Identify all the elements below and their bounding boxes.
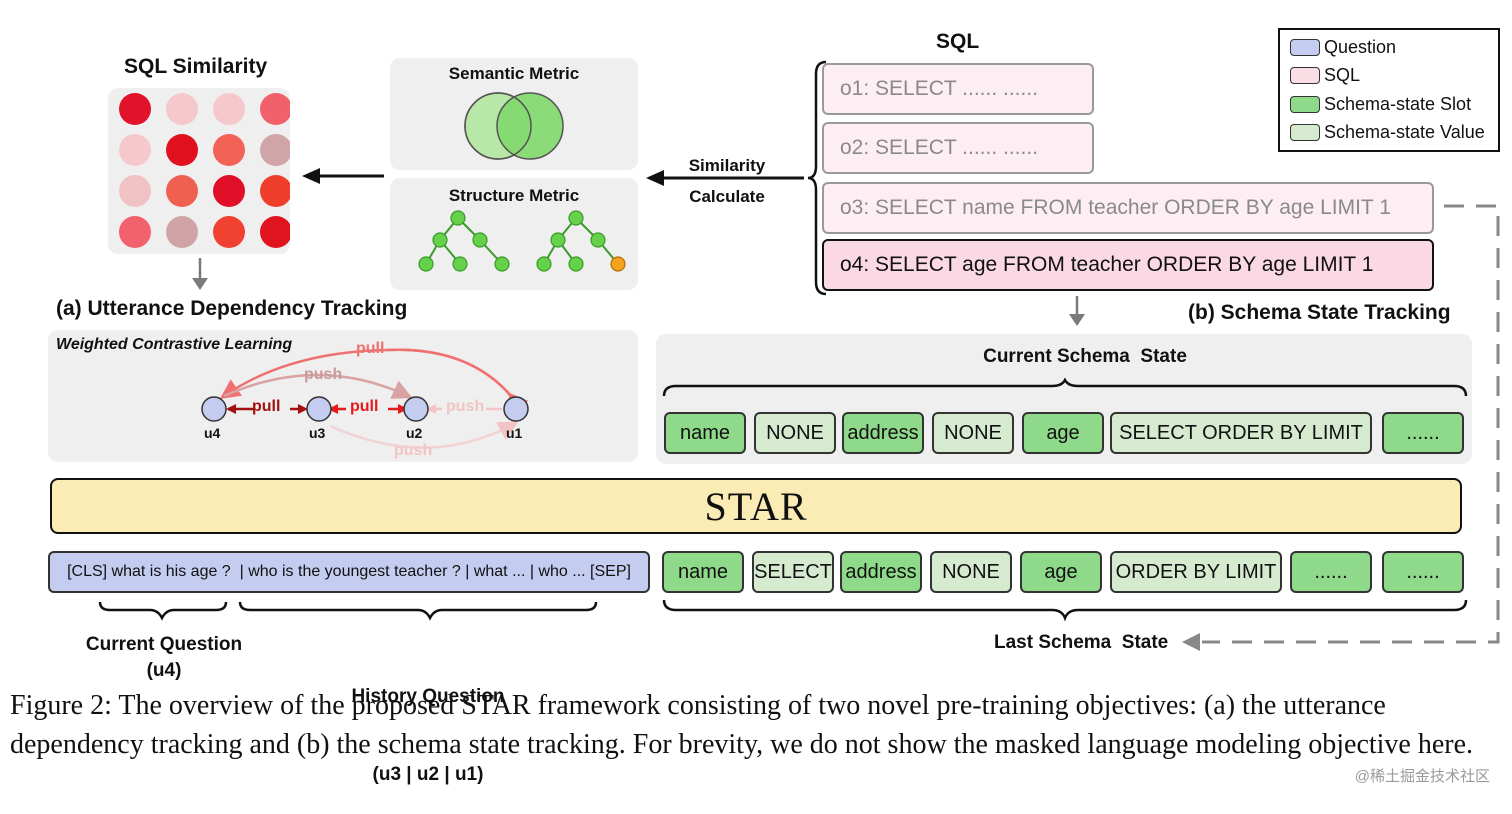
similarity-label-line2: Calculate — [689, 187, 765, 206]
schema-token-value: ORDER BY LIMIT — [1110, 551, 1282, 593]
schema-token-value: SELECT ORDER BY LIMIT — [1110, 412, 1372, 454]
legend-item-question: Question — [1290, 37, 1396, 58]
legend-item-value: Schema-state Value — [1290, 122, 1485, 143]
legend-item-sql: SQL — [1290, 65, 1360, 86]
current-schema-brace — [662, 378, 1468, 397]
node-u1: u1 — [506, 425, 523, 441]
question-input-text: [CLS] what is his age ? | who is the you… — [67, 563, 631, 580]
arrow-down-matrix — [192, 258, 208, 290]
watermark: @稀土掘金技术社区 — [1354, 768, 1490, 785]
sql-item: o3: SELECT name FROM teacher ORDER BY ag… — [822, 182, 1434, 234]
matrix-cell — [119, 93, 151, 125]
node-u3: u3 — [309, 425, 326, 441]
question-braces — [98, 601, 598, 621]
label-push-top: push — [304, 366, 343, 383]
matrix-cell — [119, 175, 151, 207]
similarity-matrix — [119, 93, 292, 248]
sql-item: o2: SELECT ...... ...... — [822, 122, 1094, 174]
semantic-metric-title: Semantic Metric — [448, 64, 580, 83]
schema-token-value: NONE — [930, 551, 1012, 593]
sql-title: SQL — [936, 30, 980, 53]
sql-item: o4: SELECT age FROM teacher ORDER BY age… — [822, 239, 1434, 291]
similarity-matrix-panel — [108, 88, 292, 254]
last-schema-title: Last Schema State — [994, 632, 1169, 653]
schema-token-slot: ...... — [1382, 412, 1464, 454]
legend-item-slot: Schema-state Slot — [1290, 94, 1471, 115]
current-question-label: Current Question (u4) — [64, 632, 264, 684]
arrow-left-to-metrics — [646, 170, 804, 186]
matrix-cell — [213, 175, 245, 207]
schema-token-value: NONE — [754, 412, 836, 454]
matrix-cell — [166, 134, 198, 166]
contrastive-panel: Weighted Contrastive Learning — [48, 330, 638, 462]
arrow-left-to-matrix — [302, 168, 384, 184]
matrix-cell — [260, 175, 292, 207]
matrix-cell — [213, 93, 245, 125]
figure-caption: Figure 2: The overview of the proposed S… — [10, 690, 1474, 760]
label-pull-top: pull — [356, 340, 385, 357]
structure-metric-panel: Structure Metric — [390, 178, 638, 290]
schema-token-slot: age — [1020, 551, 1102, 593]
similarity-calculate-label: Similarity Calculate — [668, 150, 786, 212]
schema-token-slot: ...... — [1382, 551, 1464, 593]
schema-token-slot: name — [662, 551, 744, 593]
schema-token-slot: address — [842, 412, 924, 454]
matrix-cell — [119, 134, 151, 166]
history-question-line2: (u3 | u2 | u1) — [372, 764, 484, 785]
last-schema-brace — [662, 599, 1468, 622]
current-schema-title: Current Schema State — [983, 346, 1187, 367]
arrow-down-sql — [1069, 296, 1085, 326]
schema-token-value: SELECT — [752, 551, 834, 593]
tree-structure-icon — [418, 210, 626, 272]
matrix-cell — [260, 216, 292, 248]
matrix-cell — [166, 216, 198, 248]
matrix-cell — [166, 175, 198, 207]
schema-token-value: NONE — [932, 412, 1014, 454]
matrix-cell — [213, 134, 245, 166]
node-u2: u2 — [406, 425, 423, 441]
matrix-cell — [260, 134, 292, 166]
similarity-label-line1: Similarity — [688, 156, 766, 175]
node-u4: u4 — [204, 425, 221, 441]
venn-diagram-icon — [464, 92, 564, 160]
structure-metric-title: Structure Metric — [448, 186, 580, 205]
star-name: STAR — [704, 483, 808, 529]
schema-token-slot: ...... — [1290, 551, 1372, 593]
contrastive-graph — [201, 348, 529, 449]
semantic-metric-panel: Semantic Metric — [390, 58, 638, 170]
matrix-cell — [213, 216, 245, 248]
current-question-line1: Current Question — [85, 634, 243, 655]
schema-token-slot: name — [664, 412, 746, 454]
contrastive-subtitle: Weighted Contrastive Learning — [56, 336, 293, 353]
question-input-box: [CLS] what is his age ? | who is the you… — [48, 551, 650, 593]
schema-token-slot: age — [1022, 412, 1104, 454]
sql-brace — [807, 60, 827, 296]
legend: Question SQL Schema-state Slot Schema-st… — [1278, 28, 1500, 152]
history-question-label: History Question (u3 | u2 | u1) — [318, 632, 538, 814]
matrix-cell — [260, 93, 292, 125]
label-push-mid: push — [446, 398, 485, 415]
utterance-tracking-title: (a) Utterance Dependency Tracking — [56, 297, 408, 320]
sql-item: o1: SELECT ...... ...... — [822, 63, 1094, 115]
current-question-line2: (u4) — [146, 660, 182, 681]
dashed-return-arrow — [1182, 204, 1500, 651]
label-pull-a: pull — [252, 398, 281, 415]
matrix-cell — [119, 216, 151, 248]
matrix-cell — [166, 93, 198, 125]
history-question-line1: History Question — [351, 686, 505, 707]
schema-tracking-title: (b) Schema State Tracking — [1188, 301, 1451, 324]
sql-similarity-title: SQL Similarity — [124, 55, 268, 78]
star-model-bar: STAR — [50, 478, 1462, 534]
label-pull-b: pull — [350, 398, 379, 415]
label-push-bottom: push — [394, 442, 433, 459]
schema-token-slot: address — [840, 551, 922, 593]
